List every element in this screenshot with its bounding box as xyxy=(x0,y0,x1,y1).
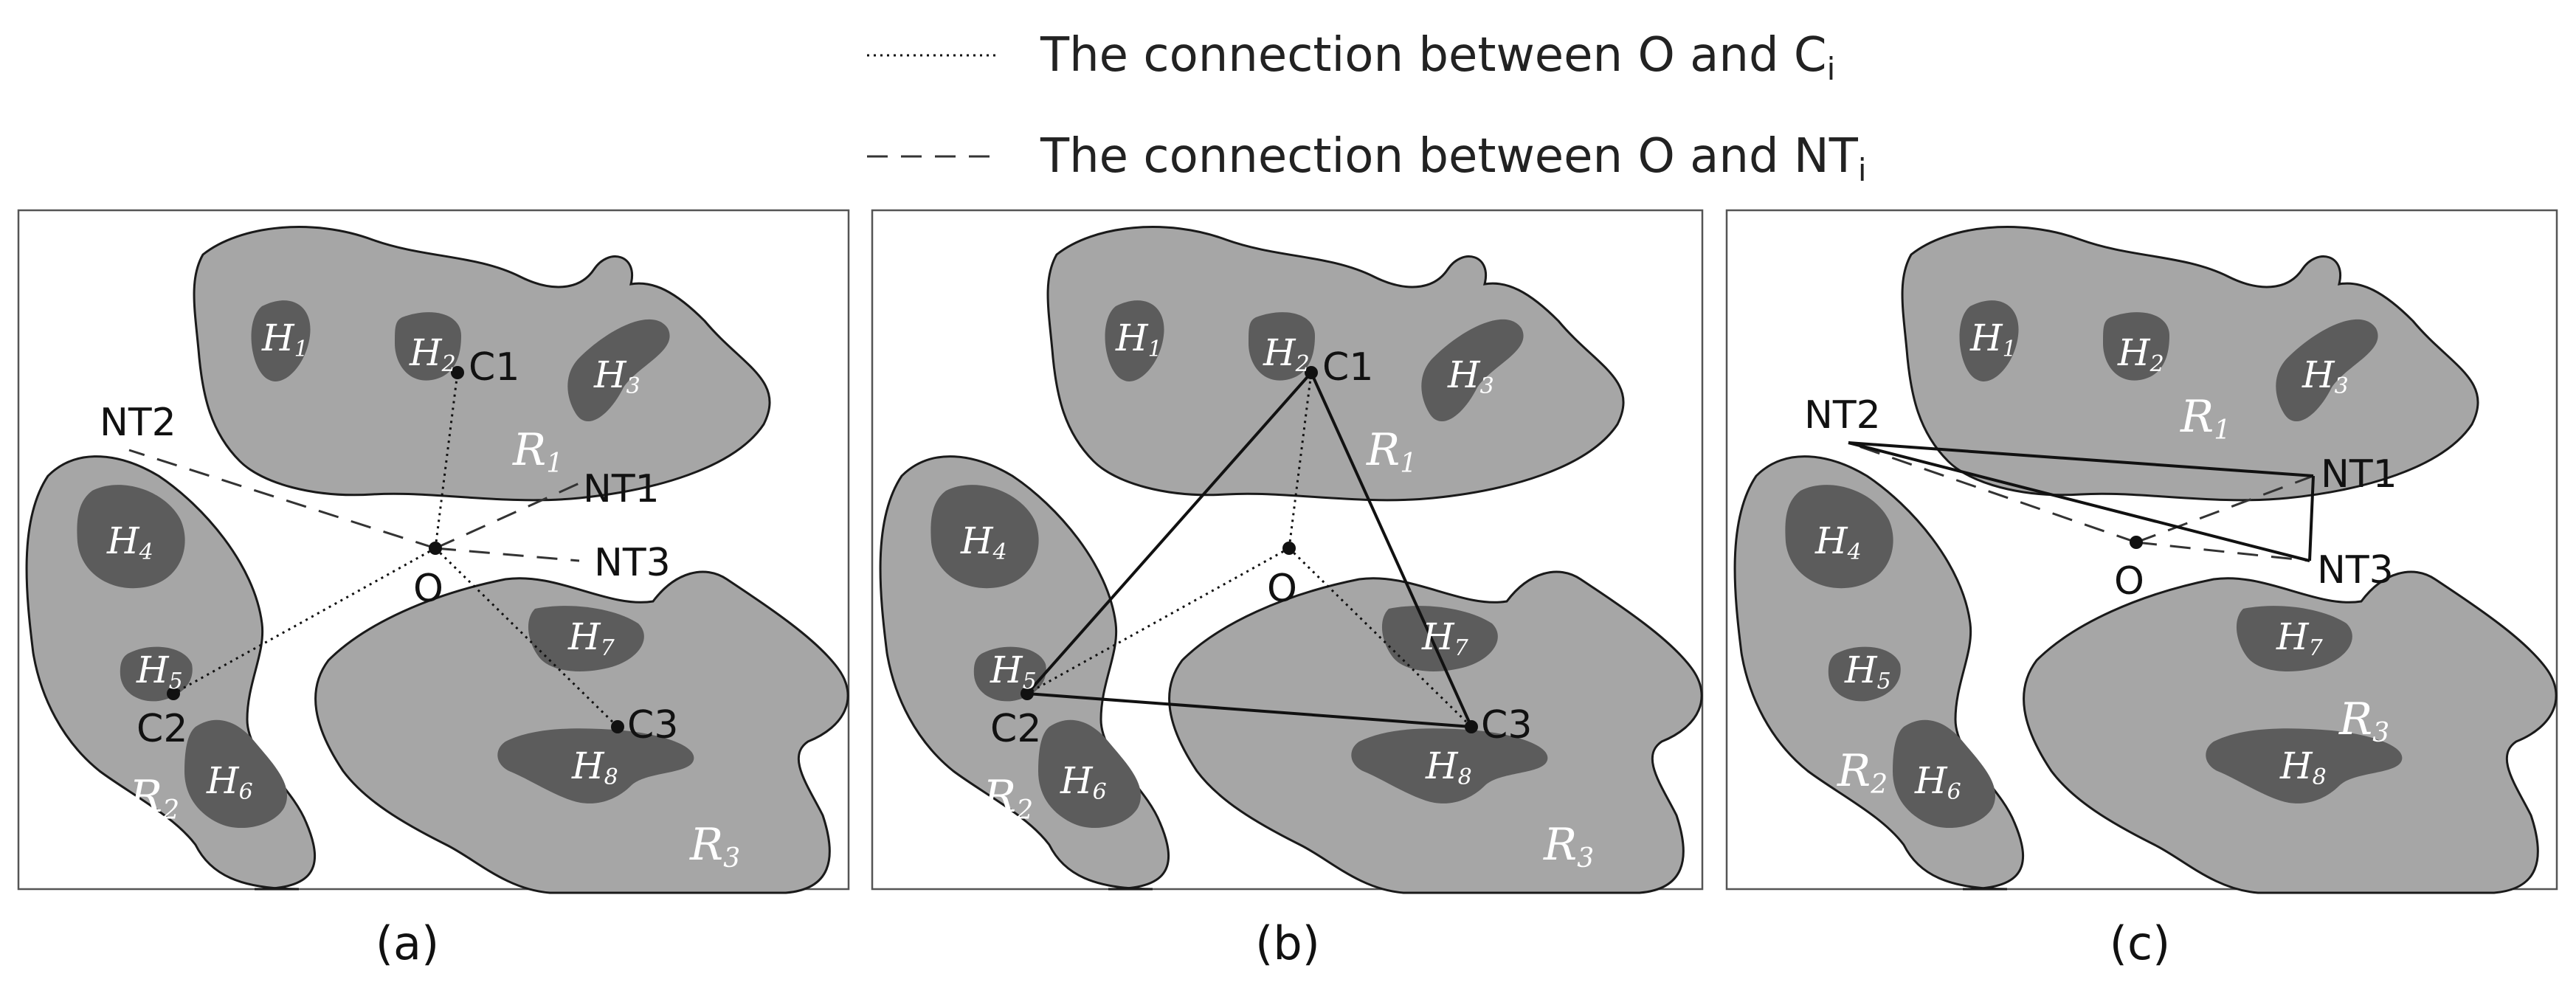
legend: The connection between O and Ci The conn… xyxy=(867,28,1867,188)
point-label-o: O xyxy=(2114,559,2144,604)
hole-label-h2: H2 xyxy=(1263,331,1310,377)
hole-label-h8: H8 xyxy=(571,744,618,790)
hole-label-h6: H6 xyxy=(1060,759,1107,805)
point-label-nt2: NT2 xyxy=(100,401,176,445)
solid-c1-c2 xyxy=(1026,371,1313,695)
point-label-c1: C1 xyxy=(1322,345,1373,390)
caption-c: (c) xyxy=(2110,916,2170,970)
dashed-o-nt2 xyxy=(128,449,436,550)
region-label-r2: R2 xyxy=(982,771,1033,826)
point-o xyxy=(2130,536,2143,549)
hole-label-h4: H4 xyxy=(1814,519,1862,565)
region-label-r2: R2 xyxy=(1837,745,1888,800)
point-c3 xyxy=(1465,720,1478,733)
dotted-o-c3 xyxy=(434,547,619,728)
point-label-o: O xyxy=(413,567,443,611)
point-label-c1: C1 xyxy=(469,345,519,390)
dashed-o-nt3 xyxy=(435,547,580,562)
hole-label-h1: H1 xyxy=(261,317,308,362)
point-label-nt3: NT3 xyxy=(594,541,671,585)
panel-b: H1 H2 H3 H4 H5 H6 H7 H8 R1 R2 R3 O C1 C2… xyxy=(871,209,1704,894)
hole-label-h3: H3 xyxy=(1447,353,1494,399)
hole-label-h6: H6 xyxy=(1914,759,1961,805)
hole-label-h2: H2 xyxy=(409,331,456,377)
region-label-r3: R3 xyxy=(2338,694,2389,748)
solid-c1-c3 xyxy=(1310,372,1473,728)
point-label-c2: C2 xyxy=(990,707,1041,751)
dotted-o-c1 xyxy=(434,372,459,549)
dashed-o-nt2 xyxy=(1848,441,2137,544)
point-label-c3: C3 xyxy=(627,703,678,747)
caption-b: (b) xyxy=(1255,916,1320,970)
hole-label-h7: H7 xyxy=(1421,615,1469,661)
region-label-r3: R3 xyxy=(1543,819,1594,874)
dotted-o-c3 xyxy=(1288,547,1473,728)
hole-label-h3: H3 xyxy=(593,353,640,399)
point-c3 xyxy=(611,720,624,733)
panel-c: H1 H2 H3 H4 H5 H6 H7 H8 R1 R2 R3 O NT1 N… xyxy=(1725,209,2558,894)
legend-dotted-label: The connection between O and Ci xyxy=(1040,28,1835,87)
point-label-c2: C2 xyxy=(137,707,187,751)
solid-nt1-nt3 xyxy=(2308,475,2315,562)
hole-label-h7: H7 xyxy=(567,615,615,661)
hole-label-h8: H8 xyxy=(1425,744,1472,790)
point-o xyxy=(1282,542,1296,555)
region-label-r1: R1 xyxy=(512,424,563,479)
region-label-r1: R1 xyxy=(2180,391,2231,446)
point-label-nt2: NT2 xyxy=(1804,393,1881,438)
point-o xyxy=(429,542,442,555)
hole-label-h1: H1 xyxy=(1115,317,1162,362)
hole-label-h4: H4 xyxy=(960,519,1007,565)
dashed-o-nt1 xyxy=(435,482,580,550)
legend-dashed-label: The connection between O and NTi xyxy=(1040,129,1867,188)
dashed-o-nt3 xyxy=(2135,541,2310,562)
hole-label-h6: H6 xyxy=(206,759,253,805)
hole-label-h5: H5 xyxy=(990,649,1037,694)
hole-label-h2: H2 xyxy=(2117,331,2164,377)
hole-label-h3: H3 xyxy=(2302,353,2349,399)
region-label-r3: R3 xyxy=(689,819,740,874)
point-c1 xyxy=(1305,366,1318,379)
solid-c2-c3 xyxy=(1026,692,1472,728)
point-label-nt3: NT3 xyxy=(2317,548,2394,592)
point-c2 xyxy=(167,687,180,700)
solid-nt2-nt1 xyxy=(1848,441,2314,477)
hole-label-h8: H8 xyxy=(2279,744,2327,790)
point-c2 xyxy=(1021,687,1034,700)
region-label-r1: R1 xyxy=(1366,424,1417,479)
hole-label-h1: H1 xyxy=(1969,317,2017,362)
hole-label-h7: H7 xyxy=(2276,615,2324,661)
point-label-nt1: NT1 xyxy=(2321,452,2397,497)
region-label-r2: R2 xyxy=(128,771,179,826)
point-label-c3: C3 xyxy=(1481,703,1532,747)
solid-nt2-nt3 xyxy=(1848,441,2310,562)
dotted-o-c1 xyxy=(1288,372,1313,549)
hole-label-h5: H5 xyxy=(1844,649,1891,694)
panel-a: H1 H2 H3 H4 H5 H6 H7 H8 R1 R2 R3 O C1 C2… xyxy=(17,209,850,894)
point-c1 xyxy=(451,366,464,379)
point-label-nt1: NT1 xyxy=(583,467,660,511)
point-label-o: O xyxy=(1267,567,1297,611)
hole-label-h4: H4 xyxy=(106,519,153,565)
caption-a: (a) xyxy=(376,916,439,970)
hole-label-h5: H5 xyxy=(136,649,183,694)
